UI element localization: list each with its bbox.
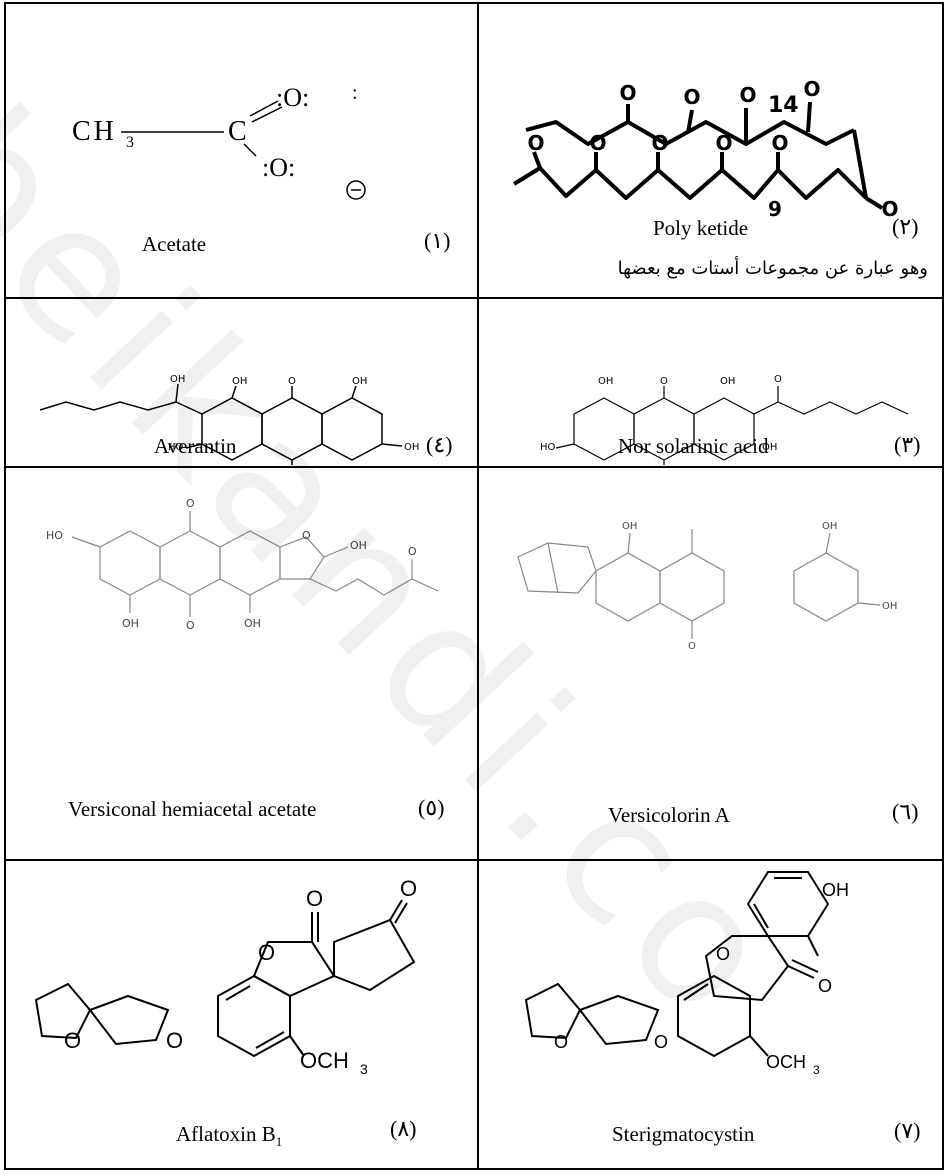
cell-acetate: : CH 3 C :O: :O: Acetate (١) [6,4,476,296]
arabic-note: وهو عبارة عن مجموعات أستات مع بعضها [617,258,928,279]
svg-text:3: 3 [360,1061,368,1077]
svg-text:O: O [166,1028,183,1053]
oxygen-single-label: :O: [262,153,295,182]
compound-name: Versiconal hemiacetal acetate [68,797,317,821]
compound-number: (٥) [418,795,445,820]
svg-text:O: O [64,1028,81,1053]
svg-text:O: O [771,131,788,155]
compound-number: (٢) [892,214,919,239]
compound-name: Poly ketide [653,216,749,240]
compound-name: Sterigmatocystin [612,1122,755,1146]
compound-name: Averantin [154,434,237,458]
cell-poly-ketide: O O O O O O O O O O 14 9 Poly ketide (٢)… [478,4,944,296]
negative-charge-icon [346,180,366,200]
svg-text:O: O [803,77,820,101]
svg-text:3: 3 [813,1063,820,1077]
svg-text:O: O [258,940,275,965]
cell-versicolorin-a: OH OH OH O Versicolorin A (٦) [478,467,944,858]
row-divider [6,466,942,468]
nor-solarinic-acid-structure: OH OH HO O O O OH [540,374,909,465]
svg-text:OH: OH [822,521,837,532]
compound-number: (٣) [894,432,921,457]
svg-text:O: O [554,1032,568,1052]
structure-table: : CH 3 C :O: :O: Acetate (١) [4,2,944,1170]
aflatoxin-b1-structure: O O O O O OCH 3 [34,876,417,1077]
svg-text:OH: OH [170,374,185,385]
cell-aflatoxin-b1: O O O O O OCH 3 Aflatoxin B1 (٨) [6,860,476,1168]
svg-text:O: O [302,529,311,542]
svg-text:OH: OH [622,521,637,532]
svg-text:O: O [400,876,417,901]
svg-text:OH: OH [122,617,139,630]
compound-number: (٤) [426,432,453,457]
compound-name: Nor solarinic acid [618,434,769,458]
svg-text:OH: OH [822,880,849,900]
compound-number: (٦) [892,799,919,824]
acetate-structure: : CH 3 C :O: :O: [72,82,366,200]
svg-text:O: O [660,376,668,387]
svg-text:OH: OH [352,376,367,387]
carbon-9-label: 9 [768,197,782,221]
cell-averantin: OH OH OH HO OH O O Averantin (٤) [6,298,476,465]
compound-number: (٨) [390,1116,417,1141]
svg-text:O: O [688,641,696,652]
svg-text:3: 3 [126,134,134,151]
svg-text:OCH: OCH [300,1048,349,1073]
ch3-label: CH [72,116,117,147]
versicolorin-a-structure: OH OH OH O [517,521,897,652]
svg-text:OCH: OCH [766,1052,806,1072]
cell-nor-solarinic-acid: OH OH HO O O O OH Nor solarinic acid (٣) [478,298,944,465]
svg-text:OH: OH [598,376,613,387]
svg-text:O: O [715,131,732,155]
compound-number: (٧) [894,1118,921,1143]
svg-text:O: O [288,376,296,387]
svg-text:OH: OH [232,376,247,387]
svg-text:OH: OH [720,376,735,387]
versiconal-structure: HO O OH OH O OH O O [46,497,439,632]
svg-text:O: O [651,131,668,155]
svg-text:O: O [306,886,323,911]
svg-text:O: O [818,976,832,996]
row-divider [6,859,942,861]
cell-sterigmatocystin: OH O O O O OCH 3 Sterigmatocystin (٧) [478,860,944,1168]
column-divider [477,4,479,1168]
compound-name: Aflatoxin B1 [176,1122,283,1150]
svg-text:HO: HO [46,529,63,542]
svg-text::: : [352,82,358,104]
carbon-14-label: 14 [768,93,799,118]
svg-text:OH: OH [762,442,777,453]
sterigmatocystin-structure: OH O O O O OCH 3 [524,871,849,1077]
svg-text:HO: HO [168,442,184,453]
svg-text:O: O [589,131,606,155]
carbon-label: C [228,116,247,147]
averantin-structure: OH OH OH HO OH O O [39,374,419,465]
svg-text:O: O [619,81,636,105]
compound-name: Versicolorin A [608,803,730,827]
svg-text:OH: OH [350,539,367,552]
svg-text:O: O [186,497,195,510]
svg-text:O: O [881,197,898,221]
cell-versiconal-hemiacetal-acetate: HO O OH OH O OH O O Versiconal hemiaceta… [6,467,476,858]
svg-text:OH: OH [244,617,261,630]
svg-text:O: O [654,1032,668,1052]
poly-ketide-structure: O O O O O O O O O O 14 9 [512,77,899,221]
compound-name: Acetate [142,232,207,256]
compound-number: (١) [424,228,451,253]
svg-text:OH: OH [404,442,419,453]
svg-text:O: O [739,83,756,107]
svg-text:O: O [683,85,700,109]
svg-text:O: O [716,944,730,964]
svg-text:HO: HO [540,442,556,453]
svg-text:OH: OH [882,601,897,612]
oxygen-double-label: :O: [276,83,309,112]
svg-text:O: O [527,131,544,155]
svg-text:O: O [186,619,195,632]
svg-text:O: O [408,545,417,558]
row-divider [6,297,942,299]
svg-text:O: O [774,374,782,385]
